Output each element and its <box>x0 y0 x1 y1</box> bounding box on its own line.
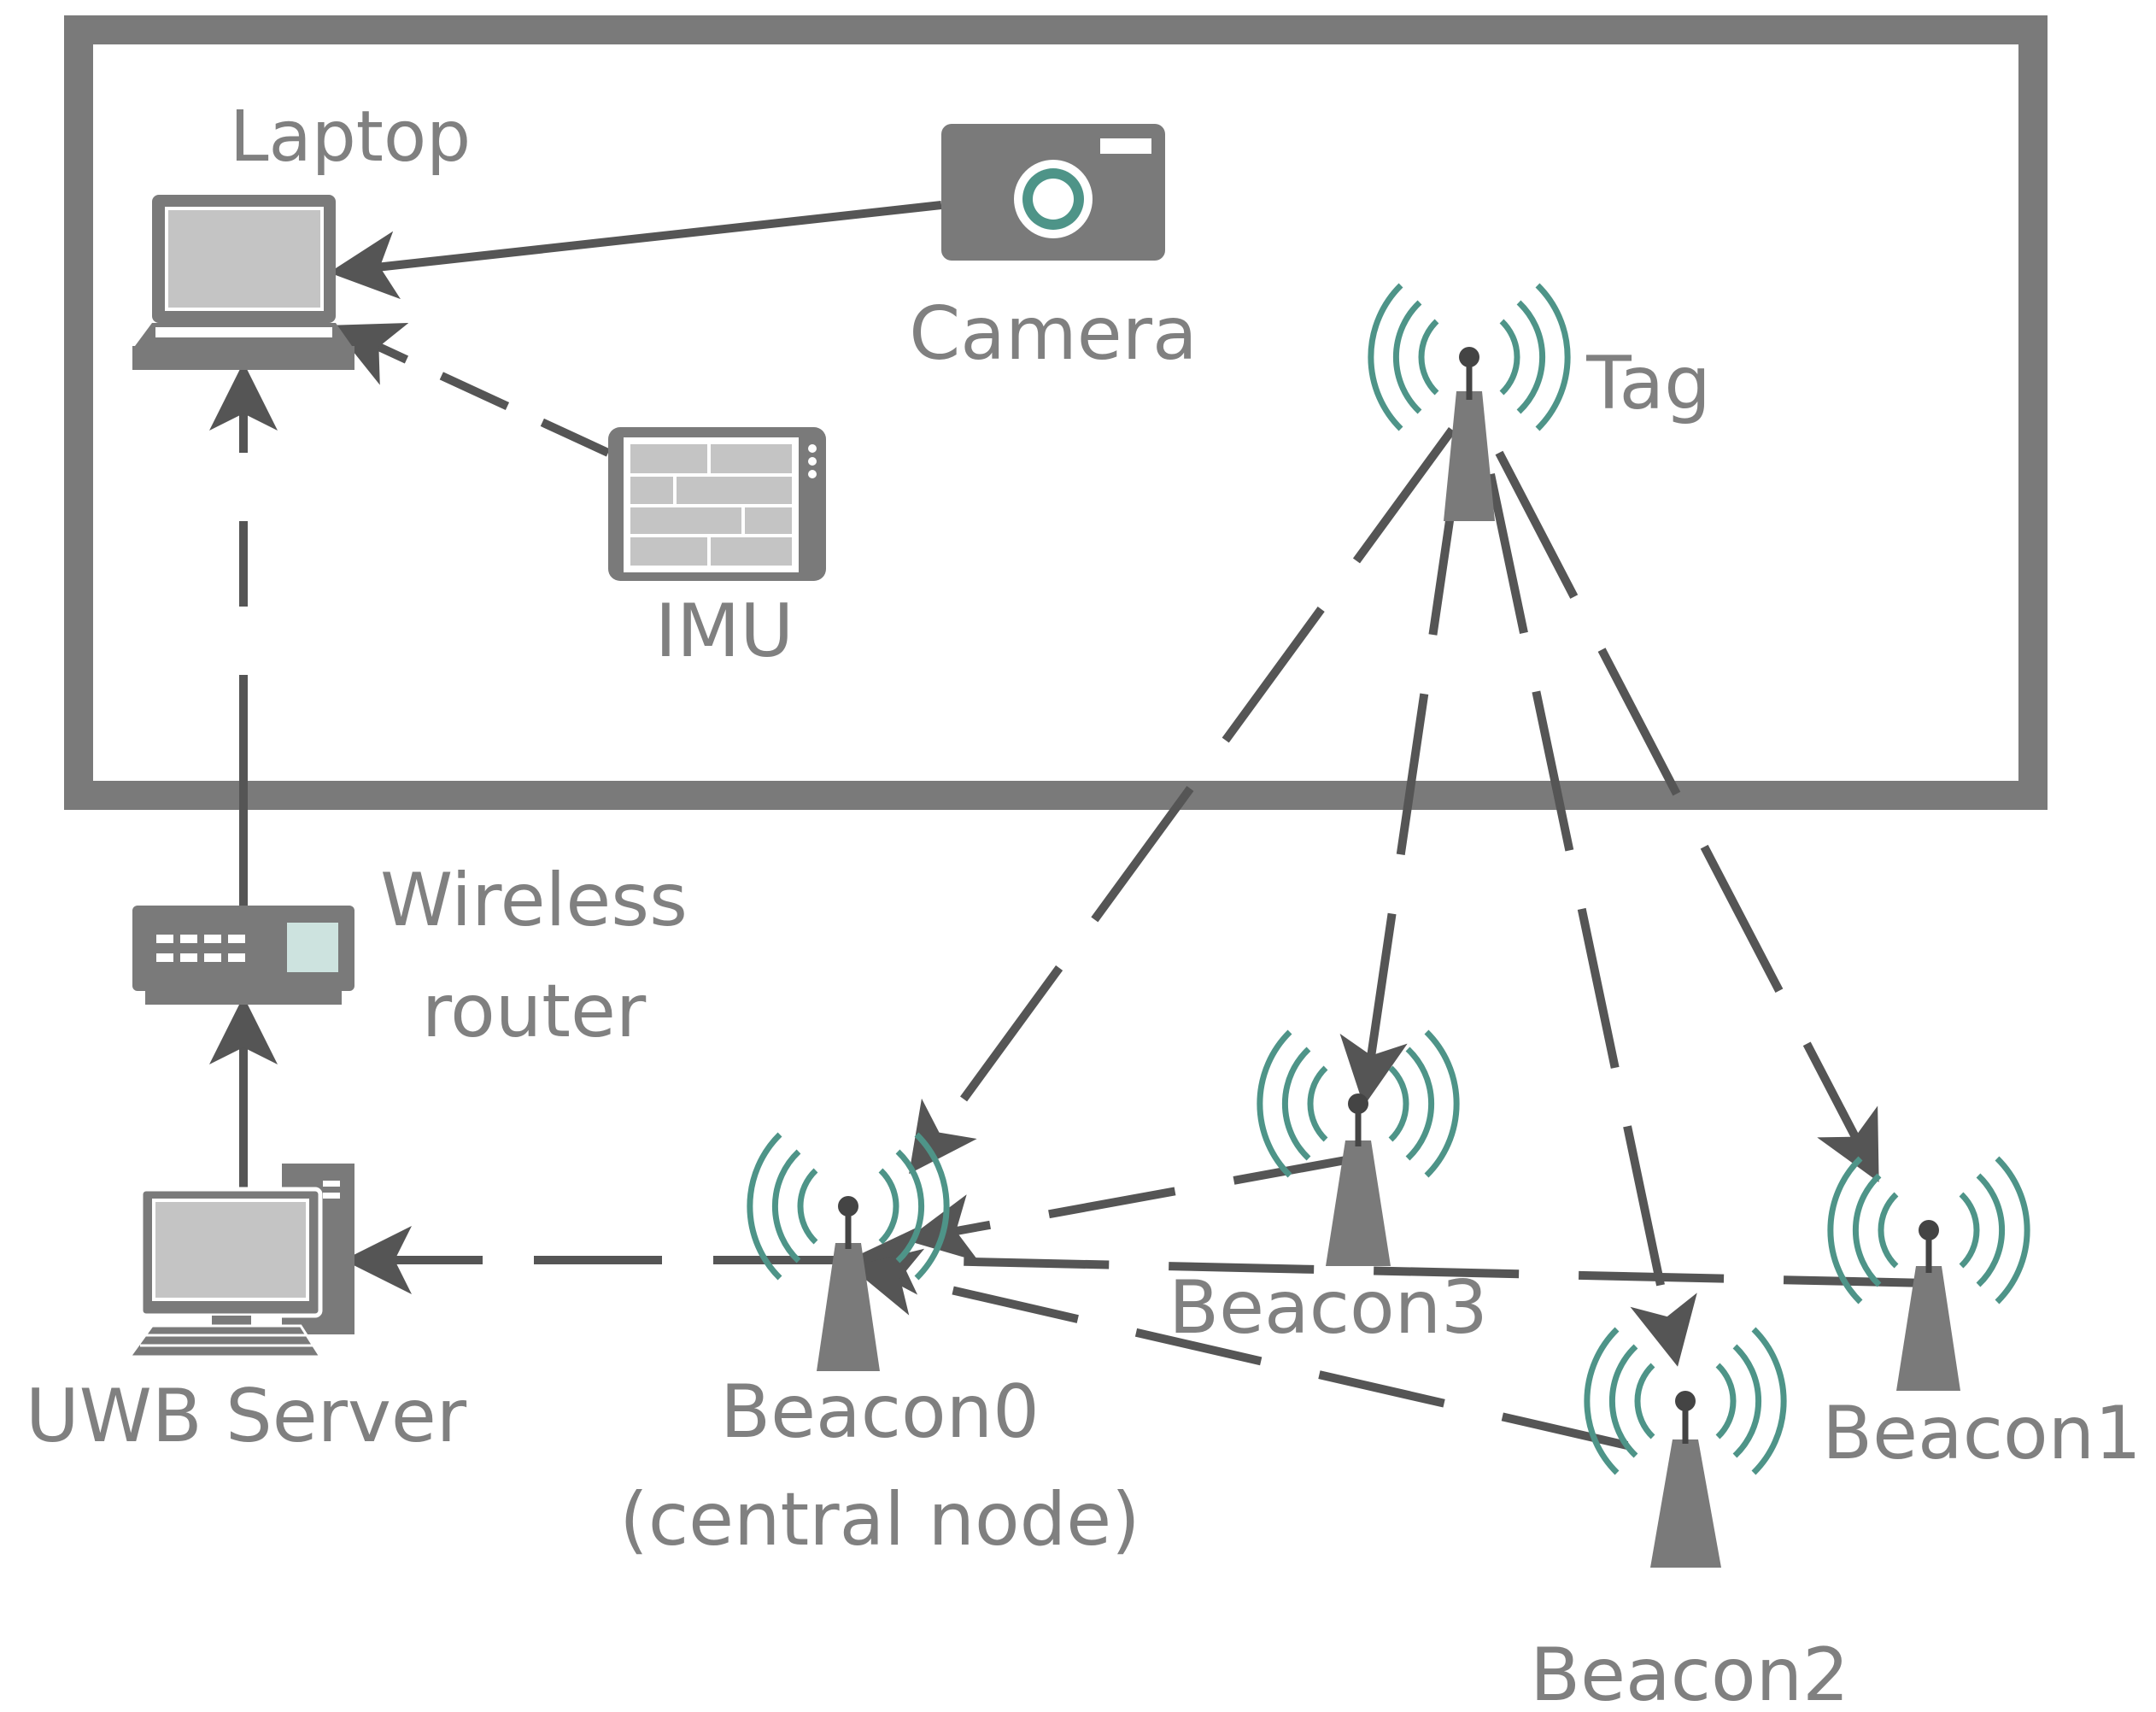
laptop-label: Laptop <box>230 97 471 178</box>
beacon0-label-line1: Beacon0 <box>720 1369 1040 1455</box>
beacon3-antenna-icon <box>1260 1032 1456 1266</box>
beacon0-antenna-icon <box>750 1134 946 1371</box>
tag-to-beacon3-link <box>1339 473 1461 1106</box>
camera-icon <box>941 124 1165 261</box>
beacon2-antenna-icon <box>1587 1329 1784 1568</box>
imu-icon <box>608 427 826 581</box>
beacon2-label: Beacon2 <box>1530 1633 1849 1712</box>
beacon0-label-line2: (central node) <box>619 1477 1140 1562</box>
beacon1-label: Beacon1 <box>1822 1391 2141 1476</box>
laptop-icon <box>132 195 354 370</box>
beacon1-to-beacon0-link <box>850 1226 1930 1295</box>
tag-to-beacon2-link <box>1486 472 1697 1367</box>
tag-antenna-icon <box>1371 285 1567 521</box>
moving-platform-frame <box>64 15 2048 810</box>
server-icon <box>127 1164 354 1358</box>
server-label: UWB Server <box>26 1374 467 1459</box>
tag-to-beacon0-link <box>909 427 1456 1175</box>
router-icon <box>132 906 354 1005</box>
tag-to-beacon1-link <box>1495 450 1879 1182</box>
imu-label: IMU <box>655 589 794 674</box>
camera-to-laptop-link <box>329 201 942 300</box>
beacon3-label: Beacon3 <box>1169 1265 1488 1351</box>
beacon2-to-beacon0-link <box>850 1248 1629 1450</box>
tag-label: Tag <box>1585 341 1711 426</box>
router-label-line1: Wireless <box>380 858 688 943</box>
router-label-line2: router <box>422 969 647 1054</box>
beacon3-to-beacon0-link <box>905 1153 1361 1262</box>
imu-to-laptop-link <box>331 323 611 457</box>
beacon1-antenna-icon <box>1831 1158 2027 1391</box>
camera-label: Camera <box>909 291 1198 377</box>
connections <box>209 201 1930 1450</box>
